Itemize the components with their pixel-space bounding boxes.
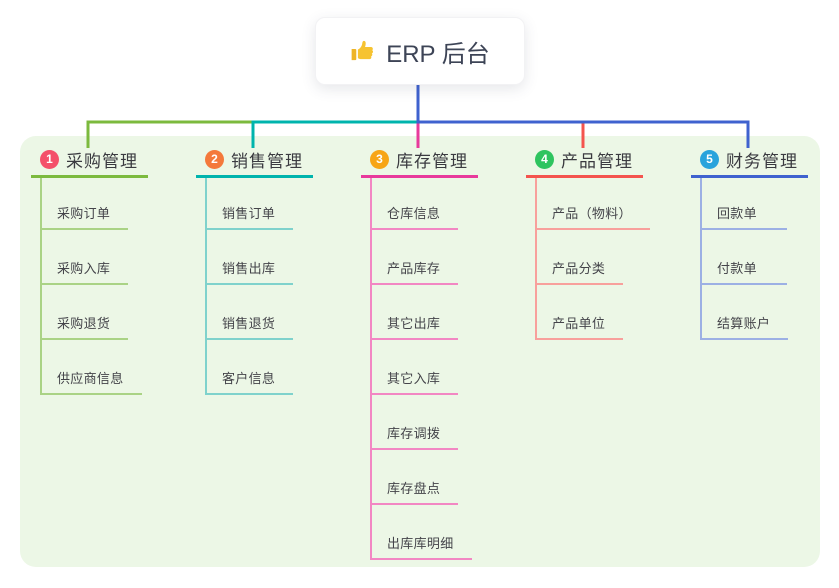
topic-label: 库存管理 — [396, 151, 468, 171]
topic-label: 财务管理 — [726, 151, 798, 171]
child-topic[interactable]: 仓库信息 — [372, 178, 459, 230]
child-topic-list: 采购订单采购入库采购退货供应商信息 — [40, 178, 148, 395]
branch-node: 4 产品管理产品（物料）产品分类产品单位 — [526, 148, 650, 340]
child-topic[interactable]: 回款单 — [702, 178, 787, 230]
branch-topic[interactable]: 2 销售管理 — [196, 148, 313, 178]
child-topic[interactable]: 结算账户 — [702, 285, 789, 340]
topic-number-badge: 2 — [205, 149, 224, 169]
branch-topic[interactable]: 1 采购管理 — [31, 148, 148, 178]
child-topic-list: 销售订单销售出库销售退货客户信息 — [205, 178, 313, 395]
branch-topic[interactable]: 4 产品管理 — [526, 148, 643, 178]
child-topic[interactable]: 销售退货 — [207, 285, 294, 340]
child-topic[interactable]: 销售订单 — [207, 178, 294, 230]
branch-node: 1 采购管理采购订单采购入库采购退货供应商信息 — [31, 148, 148, 395]
child-topic-list: 回款单付款单结算账户 — [700, 178, 808, 340]
topic-number-badge: 3 — [370, 149, 389, 169]
thumbs-up-icon — [350, 38, 376, 64]
child-topic[interactable]: 产品分类 — [537, 230, 624, 285]
child-topic[interactable]: 产品库存 — [372, 230, 459, 285]
root-topic-label: ERP 后台 — [386, 40, 490, 68]
branch-node: 2 销售管理销售订单销售出库销售退货客户信息 — [196, 148, 313, 395]
child-topic[interactable]: 其它出库 — [372, 285, 459, 340]
child-topic[interactable]: 采购订单 — [42, 178, 129, 230]
child-topic[interactable]: 出库库明细 — [372, 505, 472, 560]
child-topic[interactable]: 产品（物料） — [537, 178, 650, 230]
topic-label: 销售管理 — [231, 151, 303, 171]
child-topic[interactable]: 销售出库 — [207, 230, 294, 285]
child-topic[interactable]: 付款单 — [702, 230, 787, 285]
root-topic[interactable]: ERP 后台 — [315, 17, 525, 85]
child-topic[interactable]: 产品单位 — [537, 285, 624, 340]
child-topic[interactable]: 采购退货 — [42, 285, 129, 340]
child-topic[interactable]: 供应商信息 — [42, 340, 142, 395]
child-topic[interactable]: 客户信息 — [207, 340, 294, 395]
child-topic[interactable]: 库存调拨 — [372, 395, 459, 450]
topic-number-badge: 4 — [535, 149, 554, 169]
child-topic-list: 仓库信息产品库存其它出库其它入库库存调拨库存盘点出库库明细 — [370, 178, 478, 560]
topic-number-badge: 5 — [700, 149, 719, 169]
branch-topic[interactable]: 5 财务管理 — [691, 148, 808, 178]
child-topic[interactable]: 其它入库 — [372, 340, 459, 395]
child-topic[interactable]: 采购入库 — [42, 230, 129, 285]
branch-topic[interactable]: 3 库存管理 — [361, 148, 478, 178]
child-topic[interactable]: 库存盘点 — [372, 450, 459, 505]
branch-node: 5 财务管理回款单付款单结算账户 — [691, 148, 808, 340]
topic-label: 采购管理 — [66, 151, 138, 171]
branch-node: 3 库存管理仓库信息产品库存其它出库其它入库库存调拨库存盘点出库库明细 — [361, 148, 478, 560]
topic-label: 产品管理 — [561, 151, 633, 171]
branches-panel — [20, 136, 820, 567]
child-topic-list: 产品（物料）产品分类产品单位 — [535, 178, 650, 340]
topic-number-badge: 1 — [40, 149, 59, 169]
